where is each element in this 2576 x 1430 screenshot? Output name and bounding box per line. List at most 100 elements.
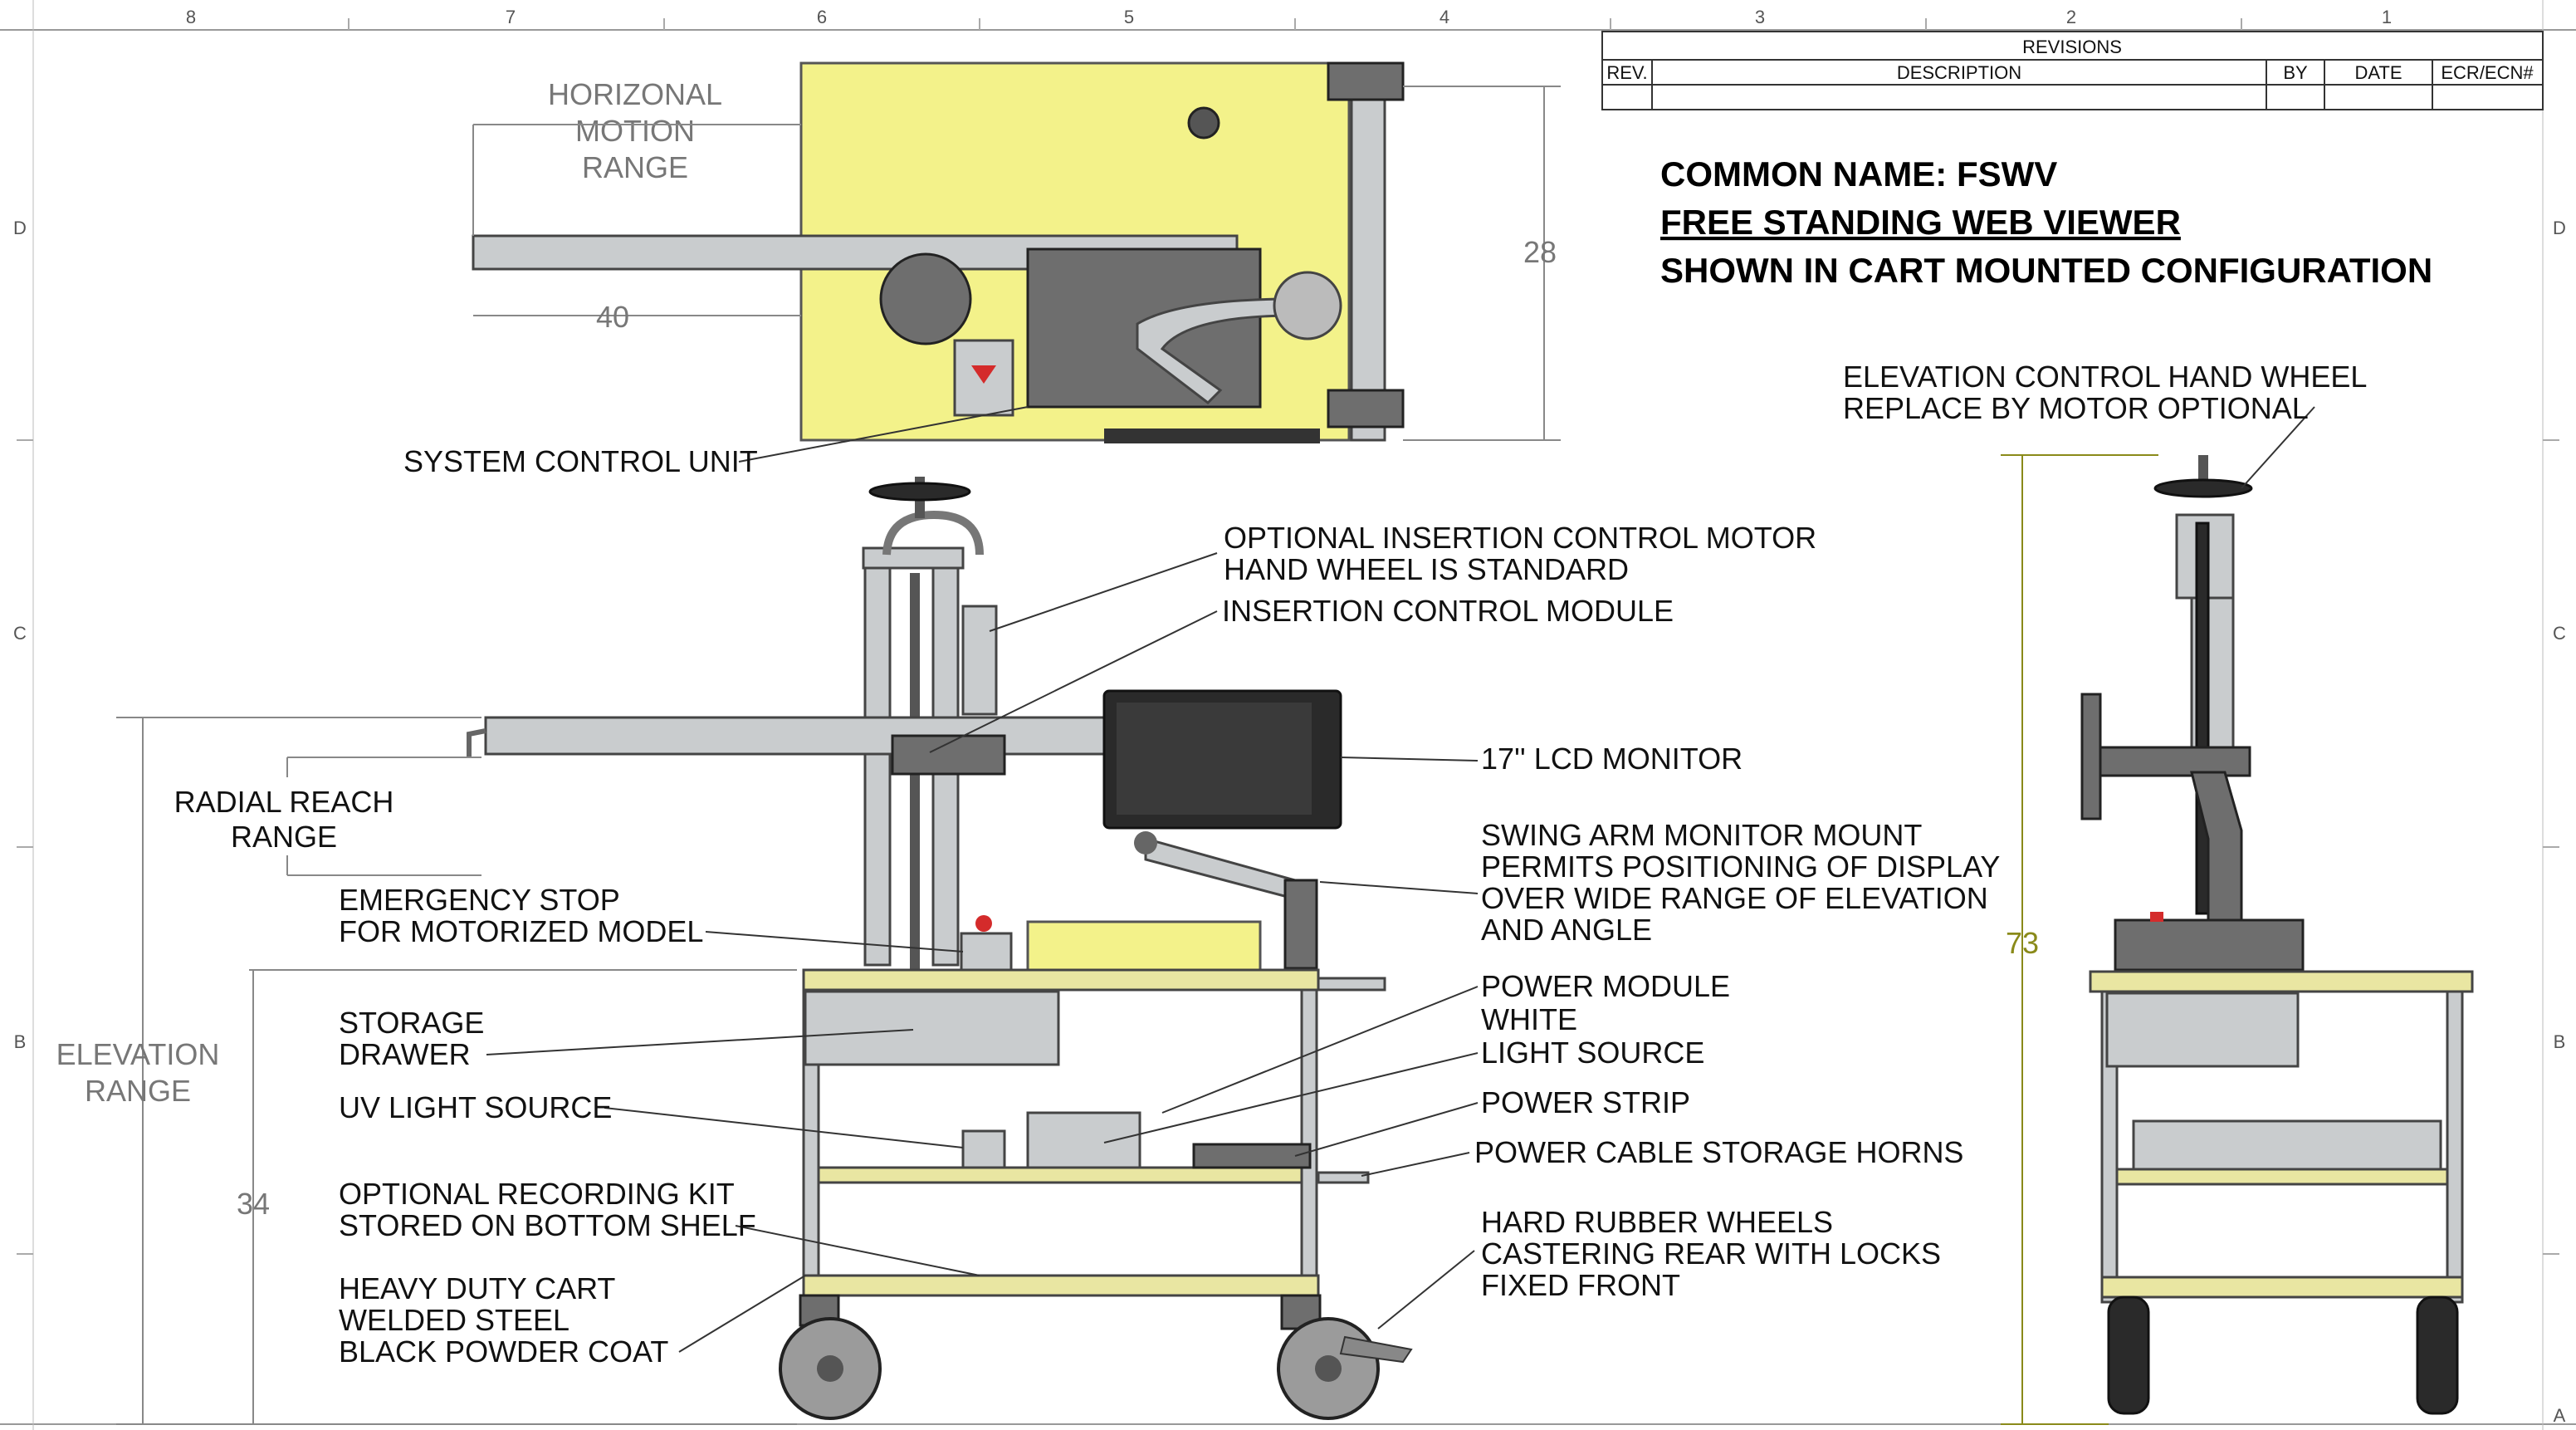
top-view-handle-frame [1350, 61, 1386, 442]
leader-power-strip [1294, 1102, 1479, 1157]
label-wheels-2: CASTERING REAR WITH LOCKS [1481, 1237, 1941, 1271]
front-view-cable-horn-bottom [1317, 1171, 1370, 1184]
rev-header-description: DESCRIPTION [1897, 62, 2021, 83]
front-view-uv-light-source [961, 1129, 1006, 1169]
front-view [467, 477, 1413, 1420]
title-common-name: COMMON NAME: FSWV [1660, 154, 2057, 193]
label-uv-light: UV LIGHT SOURCE [339, 1090, 612, 1124]
front-view-insertion-module [891, 734, 1006, 776]
title-product-name: FREE STANDING WEB VIEWER [1660, 203, 2181, 242]
zone-8: 8 [186, 7, 196, 27]
leader-storage-drawer [486, 1029, 914, 1055]
label-cart-1: HEAVY DUTY CART [339, 1271, 615, 1305]
revisions-table: REVISIONS REV. DESCRIPTION BY DATE ECR/E… [1601, 31, 2544, 110]
side-view-wheel-left [2107, 1295, 2150, 1415]
front-view-swing-arm [1144, 837, 1306, 904]
side-view-wheel-right [2416, 1295, 2459, 1415]
label-wheels-1: HARD RUBBER WHEELS [1481, 1205, 1833, 1239]
front-view-insertion-motor [961, 605, 998, 716]
radial-reach-label-1: RADIAL REACH [174, 785, 394, 819]
title-configuration: SHOWN IN CART MOUNTED CONFIGURATION [1660, 251, 2432, 290]
leader-power-module [1161, 986, 1479, 1114]
zone-c-left: C [13, 623, 27, 644]
side-view-control-unit [2114, 918, 2305, 972]
label-storage-drawer-2: DRAWER [339, 1037, 471, 1071]
label-swing-arm-4: AND ANGLE [1481, 913, 1652, 947]
front-view-cable-loop [882, 510, 984, 556]
revisions-title: REVISIONS [2022, 37, 2122, 57]
side-view-estop [2150, 912, 2163, 922]
depth-dimension-value: 28 [1523, 235, 1557, 269]
leader-emergency-stop [705, 931, 964, 953]
label-recording-kit-2: STORED ON BOTTOM SHELF [339, 1208, 756, 1242]
callout-labels: SYSTEM CONTROL UNIT OPTIONAL INSERTION C… [339, 360, 2367, 1369]
zone-labels-side: D C B D C B A [13, 218, 2566, 1426]
front-view-column-left [863, 556, 892, 967]
front-view-white-light-source [1026, 1111, 1141, 1169]
label-white-light-1: WHITE [1481, 1002, 1577, 1036]
leader-lcd-monitor [1340, 757, 1479, 762]
front-view-lead-screw [910, 573, 920, 980]
label-swing-arm-3: OVER WIDE RANGE OF ELEVATION [1481, 881, 1988, 915]
front-view-swing-arm-pivot [1134, 831, 1157, 855]
label-storage-drawer-1: STORAGE [339, 1006, 484, 1040]
label-insertion-motor-2: HAND WHEEL IS STANDARD [1224, 552, 1629, 586]
zone-b-right: B [2554, 1031, 2566, 1052]
zone-d-right: D [2553, 218, 2566, 238]
zone-4: 4 [1440, 7, 1449, 27]
cart-height-value: 34 [237, 1187, 270, 1221]
front-view-estop-box [960, 932, 1013, 973]
label-power-strip: POWER STRIP [1481, 1085, 1690, 1119]
front-view-dimensions: RADIAL REACH RANGE ELEVATION RANGE 34 [56, 717, 797, 1425]
label-insertion-module: INSERTION CONTROL MODULE [1222, 594, 1674, 628]
callout-leaders [486, 406, 2315, 1353]
label-recording-kit-1: OPTIONAL RECORDING KIT [339, 1177, 735, 1211]
top-view-base-foot [1104, 429, 1320, 443]
side-view-swing-arm [2099, 746, 2251, 777]
front-view-top-shelf [802, 968, 1320, 992]
front-view-lcd-screen [1117, 703, 1312, 815]
leader-system-control-unit [738, 406, 1029, 463]
leader-recording-kit [735, 1225, 980, 1276]
leader-cart [678, 1275, 806, 1353]
zone-5: 5 [1124, 7, 1134, 27]
zone-6: 6 [817, 7, 827, 27]
side-view-column [2195, 522, 2210, 915]
top-view-dimensions: HORIZONAL MOTION RANGE 40 28 [472, 77, 1561, 441]
front-view-estop-button [975, 915, 992, 932]
label-swing-arm-2: PERMITS POSITIONING OF DISPLAY [1481, 850, 2000, 884]
top-view-wheel-bl [1327, 389, 1405, 429]
label-wheels-3: FIXED FRONT [1481, 1268, 1680, 1302]
zone-d-left: D [13, 218, 27, 238]
side-view-top-shelf [2089, 970, 2474, 993]
zone-a-right: A [2554, 1405, 2566, 1426]
side-view-storage-drawer [2105, 992, 2300, 1068]
top-view-estop-icon [971, 365, 996, 384]
label-power-module: POWER MODULE [1481, 969, 1730, 1003]
front-view-storage-drawer [804, 990, 1060, 1066]
front-view-wheel-left-hub [817, 1355, 843, 1382]
top-view-hand-wheel-hub [1187, 106, 1220, 140]
total-height-value: 73 [2006, 926, 2039, 960]
label-swing-arm-1: SWING ARM MONITOR MOUNT [1481, 818, 1922, 852]
horizontal-motion-label-2: MOTION [575, 114, 695, 148]
front-view-middle-shelf [817, 1166, 1303, 1184]
zone-labels-top: 8 7 6 5 4 3 2 1 [186, 7, 2392, 27]
rev-header-rev: REV. [1606, 62, 1647, 83]
zone-2: 2 [2066, 7, 2076, 27]
front-view-elevation-hand-wheel [868, 482, 971, 502]
top-view-wheel-tl [1327, 61, 1405, 101]
front-view-wheel-right-hub [1315, 1355, 1342, 1382]
side-view-shelf-equipment [2132, 1119, 2442, 1171]
leader-cable-horns [1361, 1152, 1470, 1177]
zone-1: 1 [2382, 7, 2392, 27]
zone-ticks [17, 18, 2559, 1255]
side-view [2080, 455, 2474, 1415]
label-emergency-stop-2: FOR MOTORIZED MODEL [339, 914, 703, 948]
elevation-range-label-2: RANGE [85, 1074, 191, 1108]
label-elevation-wheel-1: ELEVATION CONTROL HAND WHEEL [1843, 360, 2367, 394]
label-emergency-stop-1: EMERGENCY STOP [339, 883, 620, 917]
leader-insertion-module [929, 610, 1218, 753]
label-cable-horns: POWER CABLE STORAGE HORNS [1474, 1135, 1963, 1169]
